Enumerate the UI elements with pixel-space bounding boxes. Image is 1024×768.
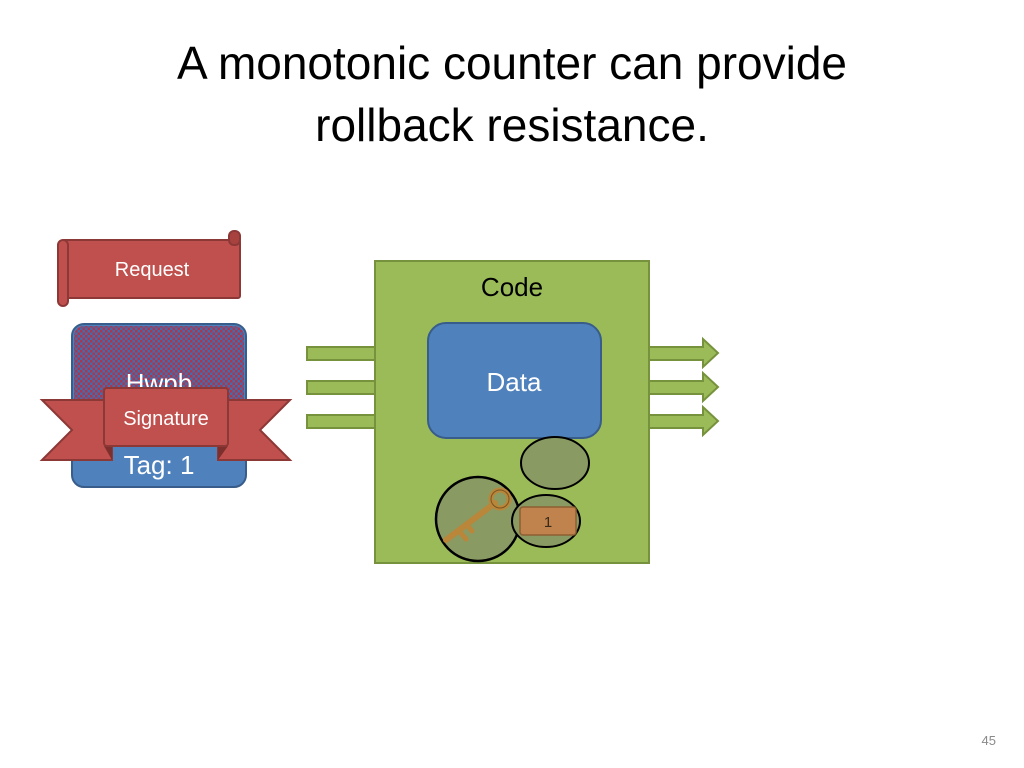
- empty-slot-circle: [520, 436, 590, 490]
- input-arrow-2: [306, 380, 378, 395]
- title-line-2: rollback resistance.: [315, 99, 709, 151]
- blob-tag-label: Tag: 1: [124, 450, 195, 480]
- title-line-1: A monotonic counter can provide: [177, 37, 847, 89]
- key-icon: [443, 487, 512, 543]
- monotonic-counter: 1: [511, 494, 581, 548]
- slide-title: A monotonic counter can provide rollback…: [0, 32, 1024, 156]
- request-label: Request: [115, 259, 190, 281]
- output-arrow-1: [648, 336, 720, 370]
- input-arrows: [306, 346, 378, 429]
- output-arrow-2: [648, 370, 720, 404]
- output-arrow-3: [648, 404, 720, 438]
- input-arrow-1: [306, 346, 378, 361]
- output-arrows: [648, 336, 720, 438]
- key-slot: [434, 475, 522, 563]
- data-label: Data: [487, 367, 542, 397]
- request-scroll: Request: [57, 230, 241, 307]
- input-arrow-3: [306, 414, 378, 429]
- signature-ribbon: Signature: [39, 387, 293, 461]
- counter-value: 1: [544, 514, 552, 531]
- data-box: Data: [427, 322, 602, 439]
- code-label: Code: [481, 272, 543, 302]
- slide-number: 45: [981, 733, 996, 748]
- signature-label: Signature: [123, 408, 209, 430]
